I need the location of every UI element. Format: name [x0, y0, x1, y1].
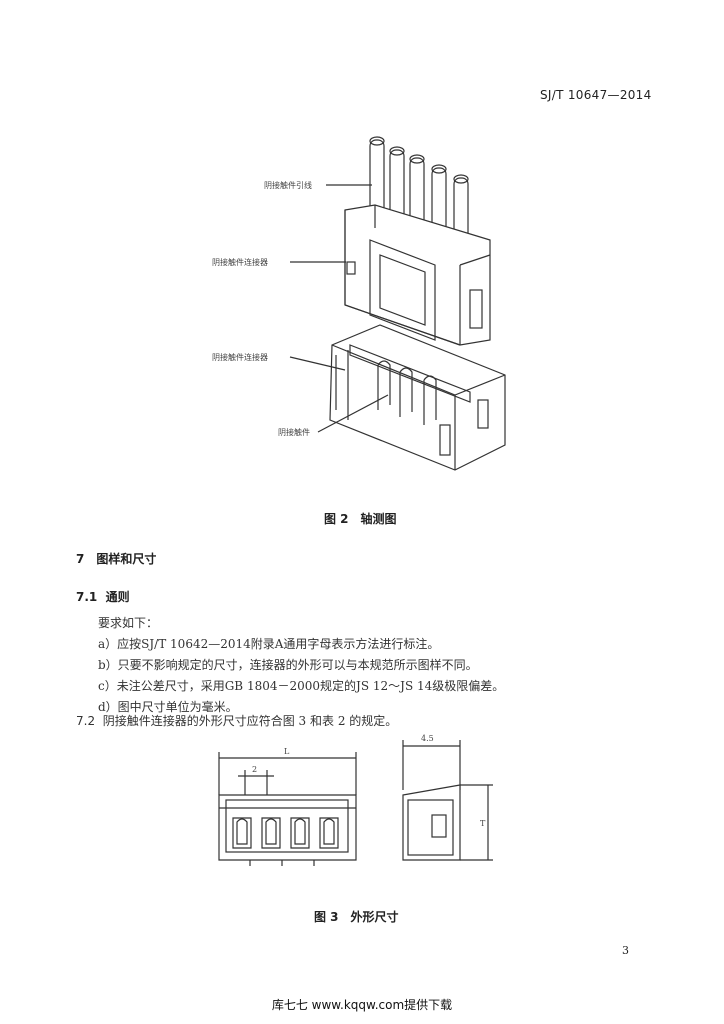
section-7-2-text: 阴接触件连接器的外形尺寸应符合图 3 和表 2 的规定。 [102, 714, 398, 728]
dim-pitch-label: 2 [252, 765, 257, 774]
section-7-1-title: 通则 [105, 590, 130, 604]
label-male-connector: 阴接触件连接器 [212, 352, 268, 362]
dim-depth-label: 4.5 [421, 734, 434, 743]
figure-3-caption: 图 3 外形尺寸 [314, 910, 399, 924]
page-number: 3 [622, 944, 629, 957]
requirement-item-a: a）应按SJ/T 10642—2014附录A通用字母表示方法进行标注。 [98, 637, 440, 651]
section-7-heading: 7 图样和尺寸 [76, 552, 157, 566]
section-7-1-number: 7.1 [76, 590, 98, 604]
footer-download-note[interactable]: 库七七 www.kqqw.com提供下载 [271, 998, 453, 1012]
requirements-intro: 要求如下： [98, 616, 159, 630]
figure-3-outline-dimensions: L 2 4.5 T [218, 734, 493, 866]
requirement-item-b: b）只要不影响规定的尺寸，连接器的外形可以与本规范所示图样不同。 [98, 658, 478, 672]
section-7-2-number: 7.2 [76, 714, 96, 728]
requirement-item-d: d）图中尺寸单位为毫米。 [98, 700, 238, 714]
label-female-connector: 阴接触件连接器 [212, 257, 268, 267]
label-lead: 阴接触件引线 [264, 180, 312, 190]
requirement-item-c: c）未注公差尺寸，采用GB 1804－2000规定的JS 12～JS 14级极限… [98, 679, 505, 693]
section-7-2-paragraph: 7.2 阴接触件连接器的外形尺寸应符合图 3 和表 2 的规定。 [76, 712, 397, 729]
section-7-1-heading: 7.1 通则 [76, 588, 130, 605]
label-contact: 阴接触件 [278, 427, 310, 437]
standard-number: SJ/T 10647—2014 [540, 88, 652, 102]
figure-2-isometric-drawing: 阴接触件引线 阴接触件连接器 阴接触件连接器 阴接触件 [212, 136, 506, 471]
dim-height-label: T [480, 819, 486, 828]
figure-2-caption: 图 2 轴测图 [324, 512, 397, 526]
dim-length-label: L [284, 747, 290, 756]
